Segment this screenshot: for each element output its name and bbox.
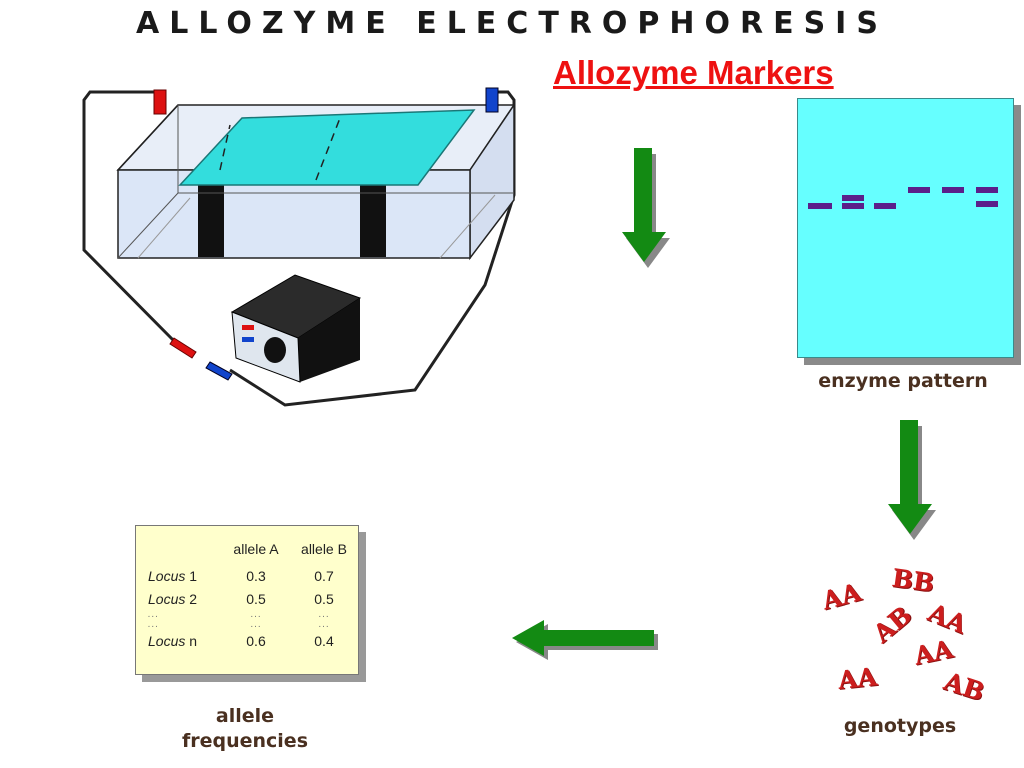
gel-band xyxy=(842,195,864,201)
ellipsis-cell: ... xyxy=(148,618,160,630)
gel-band xyxy=(808,203,832,209)
genotype-label: AA xyxy=(836,662,879,695)
allele-a-value: 0.5 xyxy=(246,591,266,607)
gel-band xyxy=(942,187,964,193)
electrophoresis-apparatus-illustration xyxy=(82,87,516,407)
table-row: ... ... ... xyxy=(144,619,358,629)
red-plug-connector xyxy=(169,337,197,359)
table-header-allele-a: allele A xyxy=(233,541,279,557)
page-title: ALLOZYME ELECTROPHORESIS xyxy=(136,6,888,41)
caption-line: frequencies xyxy=(181,730,309,752)
table-row: Locus n 0.6 0.4 xyxy=(144,629,358,653)
table-header xyxy=(144,536,222,562)
ellipsis-cell: ... xyxy=(148,608,160,620)
locus-number: 2 xyxy=(189,591,198,607)
blue-wire xyxy=(229,90,516,407)
ellipsis-cell: ... xyxy=(318,618,330,630)
arrow-down-to-enzyme-pattern xyxy=(622,148,670,268)
allele-b-value: 0.4 xyxy=(314,633,334,649)
gel-band xyxy=(976,187,998,193)
genotype-label: AA xyxy=(818,577,864,616)
locus-number: n xyxy=(189,633,198,649)
locus-name: Locus xyxy=(148,567,186,584)
allele-b-value: 0.5 xyxy=(314,591,334,607)
allele-b-value: 0.7 xyxy=(314,567,334,584)
allele-a-value: 0.6 xyxy=(246,633,266,649)
table-row: Locus 2 0.5 0.5 xyxy=(144,589,358,609)
locus-name: Locus xyxy=(148,591,186,607)
genotype-label: AA xyxy=(923,597,971,640)
negative-electrode-plug xyxy=(485,87,499,113)
gel-band xyxy=(842,203,864,209)
ellipsis-cell: ... xyxy=(250,608,262,620)
subtitle: Allozyme Markers xyxy=(553,54,834,91)
table-row: ... ... ... xyxy=(144,609,358,619)
allele-a-value: 0.3 xyxy=(246,567,266,584)
table-row: Locus 1 0.3 0.7 xyxy=(144,562,358,589)
allele-frequencies-caption: allele frequencies xyxy=(150,704,340,754)
caption-line: allele xyxy=(215,705,275,727)
enzyme-pattern-caption: enzyme pattern xyxy=(818,370,988,392)
gel-band xyxy=(976,201,998,207)
allele-frequency-table-panel: allele A allele B Locus 1 0.3 0.7 Locus … xyxy=(135,525,359,675)
genotype-label: AB xyxy=(867,600,918,649)
genotype-label: AB xyxy=(940,666,989,707)
genotype-label: BB xyxy=(890,563,937,598)
locus-number: 1 xyxy=(189,567,198,584)
table-header-allele-b: allele B xyxy=(301,541,347,557)
positive-electrode-plug xyxy=(153,89,167,115)
locus-name: Locus xyxy=(148,633,186,649)
red-wire xyxy=(82,90,180,347)
genotypes-caption: genotypes xyxy=(843,715,957,737)
gel-slab xyxy=(178,109,476,186)
gel-band xyxy=(908,187,930,193)
ellipsis-cell: ... xyxy=(318,608,330,620)
allele-frequency-table: allele A allele B Locus 1 0.3 0.7 Locus … xyxy=(144,536,358,653)
ellipsis-cell: ... xyxy=(250,618,262,630)
arrow-down-to-genotypes xyxy=(888,420,936,540)
arrow-left-to-allele-frequencies xyxy=(512,620,658,660)
gel-band xyxy=(874,203,896,209)
blue-plug-connector xyxy=(205,361,233,381)
gel-enzyme-pattern-panel xyxy=(797,98,1014,358)
